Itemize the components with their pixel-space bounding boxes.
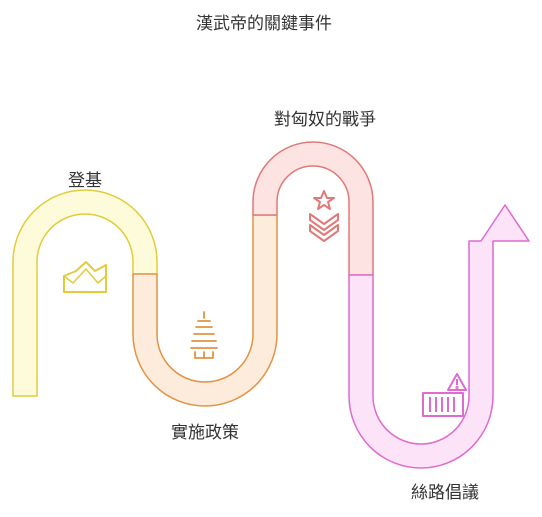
military-rank-icon: [309, 190, 339, 242]
diagram-title: 漢武帝的關鍵事件: [196, 14, 332, 34]
crown-icon: [63, 261, 107, 293]
stage-policy-label: 實施政策: [171, 423, 239, 443]
pagoda-icon: [190, 311, 218, 359]
stage-war-segment: [252, 141, 374, 276]
stage-silk-road-label: 絲路倡議: [411, 483, 479, 503]
stage-war-label: 對匈奴的戰爭: [274, 110, 376, 130]
stage-accession-label: 登基: [68, 171, 102, 191]
stage-policy-segment: [132, 214, 278, 407]
stage-silk-road-segment: [348, 204, 530, 469]
cargo-warning-icon: [422, 373, 467, 417]
stage-accession-segment: [12, 189, 158, 397]
